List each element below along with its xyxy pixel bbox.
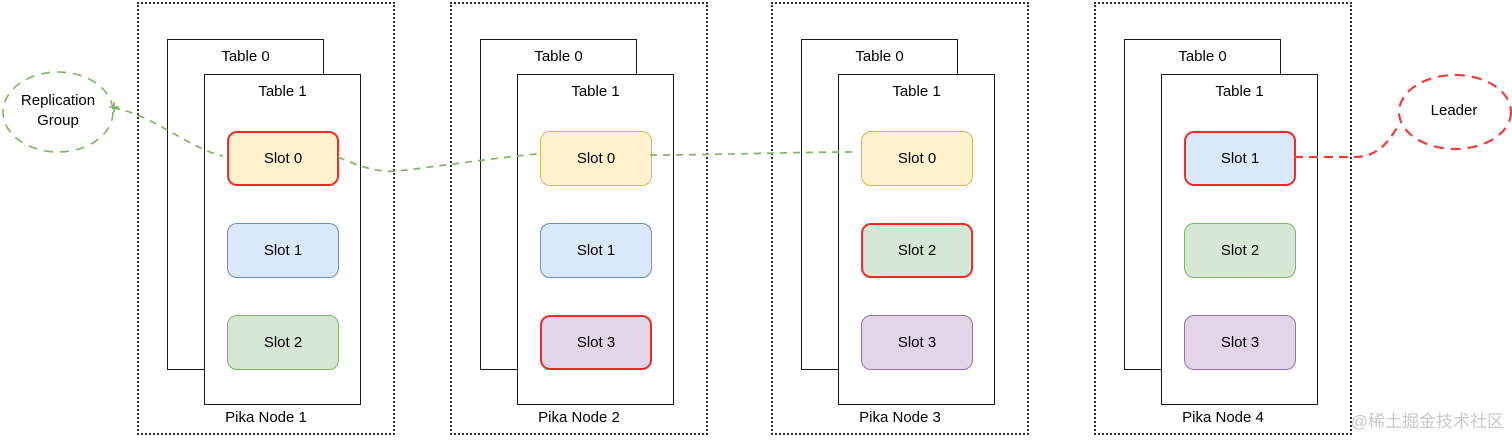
slot-box: Slot 3 — [861, 315, 973, 370]
leader-label: Leader — [1430, 102, 1478, 119]
table-0-label: Table 0 — [534, 48, 583, 65]
replication-group-label: Replication Group — [20, 92, 96, 129]
node-label: Pika Node 2 — [538, 409, 620, 426]
slot-box: Slot 2 — [227, 315, 339, 370]
watermark-text: @稀土掘金技术社区 — [1350, 412, 1504, 431]
slot-label: Slot 3 — [1220, 334, 1260, 351]
slot-box: Slot 0 — [227, 131, 339, 186]
slot-label: Slot 2 — [897, 242, 937, 259]
slot-label: Slot 0 — [263, 150, 303, 167]
slot-box: Slot 1 — [227, 223, 339, 278]
slot-box: Slot 1 — [540, 223, 652, 278]
node-label: Pika Node 4 — [1182, 409, 1264, 426]
slot-label: Slot 3 — [576, 334, 616, 351]
node-label: Pika Node 1 — [225, 409, 307, 426]
table-0-label: Table 0 — [1178, 48, 1227, 65]
slot-label: Slot 2 — [1220, 242, 1260, 259]
slot-box: Slot 1 — [1184, 131, 1296, 186]
table-1-label: Table 1 — [571, 83, 620, 100]
slot-label: Slot 1 — [263, 242, 303, 259]
table-1-box: Table 1 Slot 0 Slot 1 Slot 3 — [517, 74, 674, 405]
pika-node-4: Table 0 Table 1 Slot 1 Slot 2 Slot 3 Pik… — [1094, 2, 1352, 435]
slot-box: Slot 3 — [540, 315, 652, 370]
slot-box: Slot 3 — [1184, 315, 1296, 370]
slot-label: Slot 0 — [576, 150, 616, 167]
table-1-box: Table 1 Slot 0 Slot 2 Slot 3 — [838, 74, 995, 405]
slot-box: Slot 0 — [540, 131, 652, 186]
table-1-label: Table 1 — [892, 83, 941, 100]
pika-node-2: Table 0 Table 1 Slot 0 Slot 1 Slot 3 Pik… — [450, 2, 708, 435]
slot-box: Slot 2 — [1184, 223, 1296, 278]
table-1-label: Table 1 — [1215, 83, 1264, 100]
table-0-label: Table 0 — [855, 48, 904, 65]
slot-label: Slot 0 — [897, 150, 937, 167]
node-label: Pika Node 3 — [859, 409, 941, 426]
table-1-box: Table 1 Slot 1 Slot 2 Slot 3 — [1161, 74, 1318, 405]
table-1-label: Table 1 — [258, 83, 307, 100]
pika-node-3: Table 0 Table 1 Slot 0 Slot 2 Slot 3 Pik… — [771, 2, 1029, 435]
slot-label: Slot 2 — [263, 334, 303, 351]
slot-label: Slot 1 — [1220, 150, 1260, 167]
slot-label: Slot 3 — [897, 334, 937, 351]
slot-label: Slot 1 — [576, 242, 616, 259]
table-0-label: Table 0 — [221, 48, 270, 65]
table-1-box: Table 1 Slot 0 Slot 1 Slot 2 — [204, 74, 361, 405]
pika-node-1: Table 0 Table 1 Slot 0 Slot 1 Slot 2 Pik… — [137, 2, 395, 435]
slot-box: Slot 0 — [861, 131, 973, 186]
slot-box: Slot 2 — [861, 223, 973, 278]
